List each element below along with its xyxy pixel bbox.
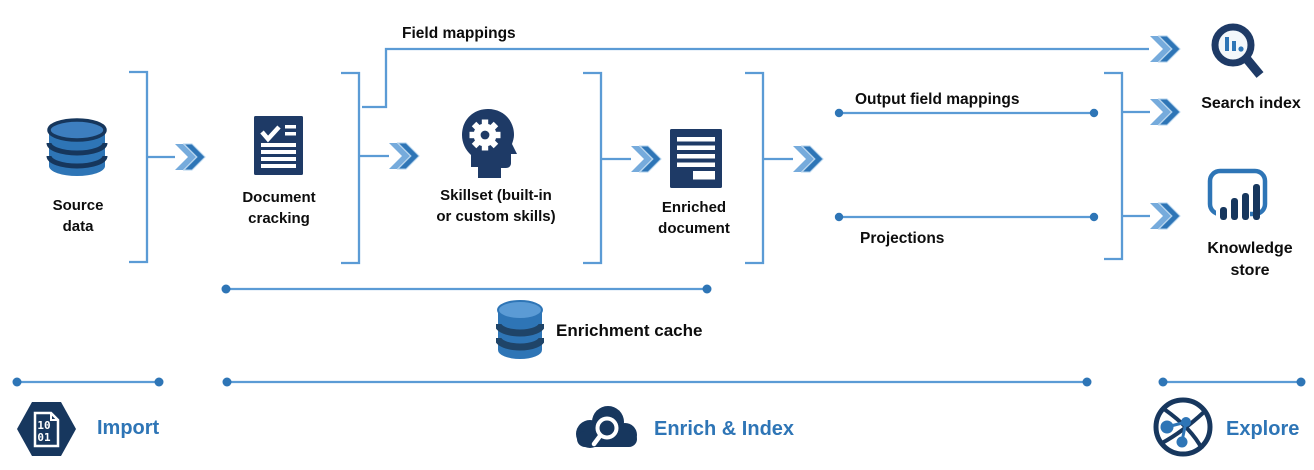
document-lines-icon (670, 129, 722, 193)
hexagon-binary-icon: 10 01 (15, 397, 78, 467)
bracket (583, 71, 603, 265)
bracket (1104, 71, 1124, 261)
skillset-label-line2: or custom skills) (436, 207, 556, 225)
field-mappings-label: Field mappings (402, 25, 516, 42)
document-cracking-label: Document cracking (242, 189, 316, 227)
output-field-mappings-label: Output field mappings (855, 91, 1020, 108)
arrow-right-icon (1150, 98, 1181, 126)
bracket (341, 71, 361, 265)
cloud-magnifier-icon (569, 401, 639, 458)
search-index-label: Search index (1201, 95, 1301, 112)
arrow-right-icon (1150, 202, 1181, 230)
arrow-right-icon (1150, 35, 1181, 63)
arrow-right-icon (631, 145, 662, 173)
magnifier-chart-icon (1208, 20, 1266, 87)
skillset-label: Skillset (built-in or custom skills) (414, 186, 578, 227)
database-cylinder-icon (494, 300, 546, 367)
globe-network-icon (1151, 395, 1215, 464)
binary-digits: 01 (37, 431, 51, 444)
document-check-icon (254, 116, 303, 180)
skillset-label-line1: Skillset (built-in (440, 187, 552, 204)
source-data-label: Source data (52, 197, 104, 235)
line-endpoint-dots (12, 108, 1306, 387)
explore-phase-label: Explore (1226, 418, 1300, 440)
bracket (745, 71, 765, 265)
enrichment-cache-label: Enrichment cache (556, 321, 703, 340)
arrow-right-icon (793, 145, 824, 173)
bracket (129, 70, 149, 264)
head-gear-icon (457, 108, 521, 189)
import-phase-label: Import (97, 417, 160, 439)
field-mappings-line (362, 47, 1149, 109)
database-cylinder-icon (45, 118, 109, 187)
binary-digits: 10 (37, 419, 50, 432)
enrich-index-phase-label: Enrich & Index (654, 418, 795, 440)
arrow-right-icon (175, 143, 206, 171)
arrow-right-icon (389, 142, 420, 170)
powerbi-bars-icon (1206, 168, 1269, 230)
enriched-document-label: Enriched document (658, 199, 730, 237)
projections-label: Projections (860, 230, 945, 247)
knowledge-store-label: Knowledge store (1207, 240, 1293, 280)
